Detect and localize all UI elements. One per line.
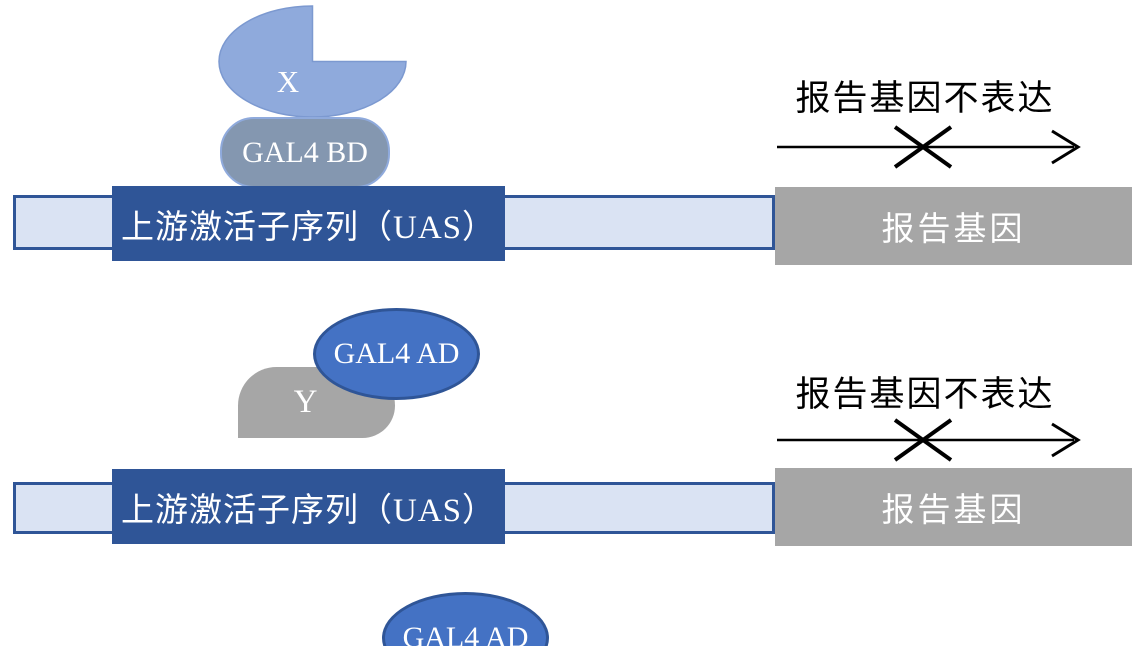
status-label-row1: 报告基因不表达	[795, 79, 1055, 118]
blocked-transcription-arrow-row2	[777, 418, 1081, 462]
gal4-ad-domain-partial: GAL4 AD	[382, 592, 549, 646]
blocked-transcription-arrow-row1	[777, 125, 1081, 169]
protein-y-label: Y	[293, 384, 318, 420]
cross-out-icon	[893, 125, 953, 169]
protein-y-shape: Y	[238, 367, 395, 438]
gal4-ad-label-partial: GAL4 AD	[402, 621, 529, 646]
gal4-ad-domain: GAL4 AD	[313, 308, 480, 400]
gal4-bd-label: GAL4 BD	[242, 135, 368, 169]
protein-x-label: X	[277, 64, 299, 99]
reporter-gene-bar-row1: 报告基因	[775, 187, 1132, 265]
cross-out-icon	[893, 418, 953, 462]
arrowhead-icon	[1051, 129, 1081, 165]
protein-x-shape: X	[218, 5, 407, 118]
reporter-label-row2: 报告基因	[881, 493, 1026, 529]
gal4-ad-label: GAL4 AD	[333, 337, 460, 370]
protein-x-notched-ellipse	[218, 5, 407, 118]
gal4-bd-domain: GAL4 BD	[220, 117, 390, 188]
reporter-gene-bar-row2: 报告基因	[775, 468, 1132, 546]
uas-label-row1: 上游激活子序列（UAS）	[120, 209, 497, 246]
arrowhead-icon	[1051, 422, 1081, 458]
uas-bar-row1: 上游激活子序列（UAS）	[112, 186, 505, 261]
uas-label-row2: 上游激活子序列（UAS）	[120, 492, 497, 529]
reporter-label-row1: 报告基因	[881, 212, 1026, 248]
status-label-row2: 报告基因不表达	[795, 375, 1055, 414]
uas-bar-row2: 上游激活子序列（UAS）	[112, 469, 505, 544]
